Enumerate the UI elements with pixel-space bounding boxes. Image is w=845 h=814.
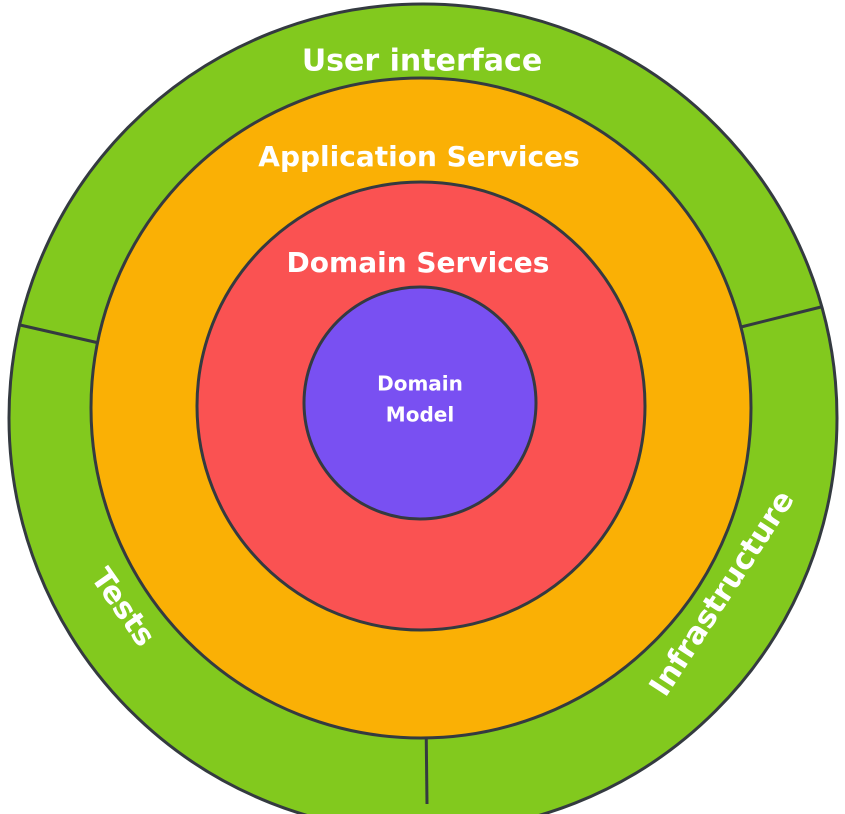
application-services-label: Application Services [258,140,579,173]
domain-model-label-line1: Domain [377,372,463,396]
domain-model-core [302,285,538,521]
domain-services-label: Domain Services [287,246,550,279]
user-interface-label: User interface [302,44,542,79]
domain-model-label-line2: Model [386,403,454,427]
divider-left [19,323,100,345]
divider-right [740,305,822,329]
